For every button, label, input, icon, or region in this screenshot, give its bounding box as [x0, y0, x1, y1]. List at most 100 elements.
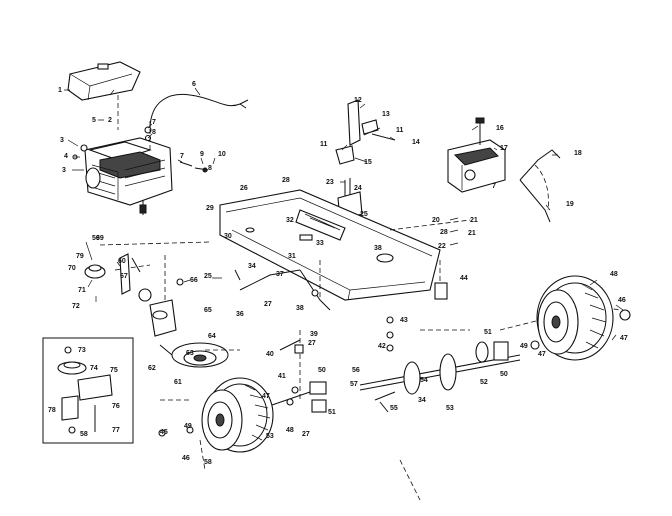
callout-c47c: 47 [538, 351, 546, 358]
assembly-lines [99, 95, 621, 501]
callout-c38a: 38 [296, 305, 304, 312]
callout-c27c: 27 [302, 431, 310, 438]
front-axle-brackets [271, 381, 327, 413]
callout-c6: 6 [192, 81, 196, 88]
callout-c5: 5 [92, 117, 96, 124]
callout-c20: 20 [432, 217, 440, 224]
callout-c46b: 46 [182, 455, 190, 462]
callout-c43: 43 [400, 317, 408, 324]
callout-c4: 4 [64, 153, 68, 160]
callout-c79: 79 [76, 253, 84, 260]
callout-c3b: 3 [62, 167, 66, 174]
callout-c49a: 49 [520, 343, 528, 350]
callout-c64: 64 [208, 333, 216, 340]
callout-c51a: 51 [484, 329, 492, 336]
callout-c7b: 7 [180, 153, 184, 160]
callout-c25a: 25 [360, 211, 368, 218]
callout-c31: 31 [288, 253, 296, 260]
callout-c59: 59 [92, 235, 100, 242]
callout-c22: 22 [438, 243, 446, 250]
callout-c34a: 34 [248, 263, 256, 270]
callout-c61: 61 [174, 379, 182, 386]
callout-c74: 74 [90, 365, 98, 372]
callout-c54: 54 [420, 377, 428, 384]
callout-c76: 76 [112, 403, 120, 410]
callout-c30: 30 [224, 233, 232, 240]
idler-bracket [84, 253, 184, 337]
callout-c56: 56 [352, 367, 360, 374]
callout-c7c: 7 [492, 183, 496, 190]
callout-c18: 18 [574, 150, 582, 157]
inset-detail-box [42, 337, 134, 444]
callout-c58b: 58 [204, 459, 212, 466]
callout-c63: 63 [186, 350, 194, 357]
callout-c38b: 38 [374, 245, 382, 252]
callout-c70: 70 [68, 265, 76, 272]
callout-c49b: 49 [184, 423, 192, 430]
callout-c21b: 21 [468, 230, 476, 237]
callout-c8a: 8 [152, 129, 156, 136]
callout-c69: 69 [96, 235, 104, 242]
callout-c47a: 47 [620, 335, 628, 342]
throttle-cable [149, 93, 249, 131]
callout-c28a: 28 [282, 177, 290, 184]
leader-lines [64, 87, 624, 341]
callout-c10: 10 [218, 151, 226, 158]
callout-c39: 39 [310, 331, 318, 338]
callout-c66: 66 [190, 277, 198, 284]
callout-c65: 65 [204, 307, 212, 314]
callout-c29: 29 [206, 205, 214, 212]
transmission [447, 117, 561, 223]
engine [84, 137, 173, 215]
callout-c7a: 7 [152, 119, 156, 126]
rear-tire [536, 275, 614, 361]
front-tire [201, 377, 274, 453]
linkage-rods [234, 269, 331, 354]
callout-c21a: 21 [470, 217, 478, 224]
callout-c41: 41 [278, 373, 286, 380]
callout-c12: 12 [354, 97, 362, 104]
callout-c2: 2 [108, 117, 112, 124]
callout-c52: 52 [480, 379, 488, 386]
callout-c62: 62 [148, 365, 156, 372]
callout-c48a: 48 [610, 271, 618, 278]
callout-c53b: 53 [266, 433, 274, 440]
callout-c48b: 48 [286, 427, 294, 434]
callout-c33: 33 [316, 240, 324, 247]
callout-c9: 9 [200, 151, 204, 158]
fuel-tank [67, 61, 141, 101]
front-hardware [158, 282, 448, 437]
callout-c3a: 3 [60, 137, 64, 144]
callout-c50b: 50 [318, 367, 326, 374]
callout-c72: 72 [72, 303, 80, 310]
callout-c26: 26 [240, 185, 248, 192]
callout-c28b: 28 [440, 229, 448, 236]
callout-c44: 44 [460, 275, 468, 282]
callout-c1: 1 [58, 87, 62, 94]
drive-belt-pulley [159, 342, 229, 368]
callout-c47b: 47 [262, 393, 270, 400]
callout-c67: 67 [120, 273, 128, 280]
callout-c14: 14 [412, 139, 420, 146]
callout-c75: 75 [110, 367, 118, 374]
callout-c27a: 27 [264, 301, 272, 308]
callout-c73: 73 [78, 347, 86, 354]
callout-c46a: 46 [618, 297, 626, 304]
callout-c40: 40 [266, 351, 274, 358]
callout-c25b: 25 [204, 273, 212, 280]
callout-c11: 11 [396, 127, 404, 134]
callout-c24: 24 [354, 185, 362, 192]
callout-c16: 16 [496, 125, 504, 132]
callout-c58a: 58 [80, 431, 88, 438]
callout-c71: 71 [78, 287, 86, 294]
callout-c37: 37 [276, 271, 284, 278]
callout-c15: 15 [364, 159, 372, 166]
callout-c34b: 34 [418, 397, 426, 404]
callout-c17: 17 [500, 145, 508, 152]
callout-c57: 57 [350, 381, 358, 388]
callout-c27b: 27 [308, 340, 316, 347]
rear-axle [359, 309, 631, 395]
